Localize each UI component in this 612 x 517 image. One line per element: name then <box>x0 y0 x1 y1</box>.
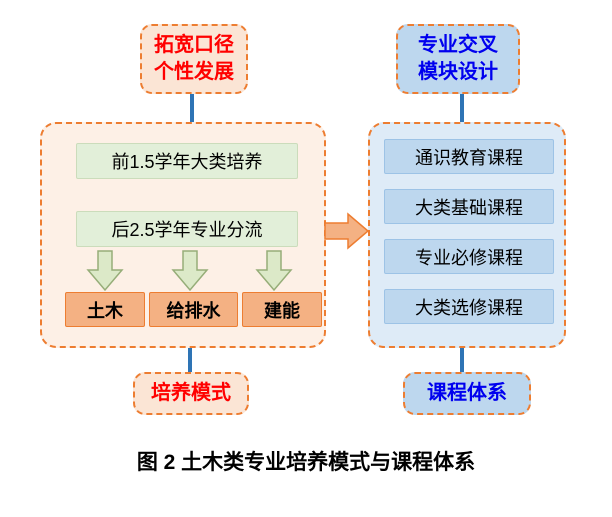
stage1-label: 前1.5学年大类培养 <box>111 152 263 172</box>
course-label-required: 专业必修课程 <box>415 247 523 268</box>
top-left-annotation-line1: 拓宽口径 <box>154 34 234 56</box>
bottom-left-annotation-label: 培养模式 <box>151 382 231 404</box>
down-arrow-icon <box>171 250 209 292</box>
top-right-annotation-line2: 模块设计 <box>418 61 498 83</box>
course-label-general: 通识教育课程 <box>415 147 523 168</box>
bottom-right-annotation-label: 课程体系 <box>427 382 507 404</box>
stage2-label: 后2.5学年专业分流 <box>111 220 263 240</box>
major-box-civil: 土木 <box>65 292 145 327</box>
connector-top-right <box>460 94 464 123</box>
major-label-water: 给排水 <box>166 300 221 321</box>
top-right-annotation-line1: 专业交叉 <box>418 34 498 56</box>
course-box-general: 通识教育课程 <box>384 139 554 174</box>
training-mode-container: 前1.5学年大类培养 后2.5学年专业分流 土木 给排水 建能 <box>40 122 326 348</box>
figure-caption: 图 2 土木类专业培养模式与课程体系 <box>136 451 476 474</box>
course-box-elective: 大类选修课程 <box>384 289 554 324</box>
down-arrow-icon <box>255 250 293 292</box>
bottom-right-annotation: 课程体系 <box>403 372 531 415</box>
course-label-elective: 大类选修课程 <box>415 297 523 318</box>
major-box-energy: 建能 <box>242 292 322 327</box>
down-arrow-icon <box>86 250 124 292</box>
major-label-energy: 建能 <box>264 300 300 321</box>
stage1-box: 前1.5学年大类培养 <box>76 143 298 179</box>
major-box-water: 给排水 <box>149 292 238 327</box>
top-left-annotation-line2: 个性发展 <box>154 61 234 83</box>
connector-bottom-left <box>188 348 192 373</box>
top-left-annotation: 拓宽口径 个性发展 <box>140 24 248 94</box>
course-box-required: 专业必修课程 <box>384 239 554 274</box>
top-right-annotation: 专业交叉 模块设计 <box>396 24 520 94</box>
major-label-civil: 土木 <box>87 300 123 321</box>
course-box-foundation: 大类基础课程 <box>384 189 554 224</box>
connector-bottom-right <box>460 348 464 373</box>
course-label-foundation: 大类基础课程 <box>415 197 523 218</box>
bottom-left-annotation: 培养模式 <box>133 372 249 415</box>
stage2-box: 后2.5学年专业分流 <box>76 211 298 247</box>
right-arrow-icon <box>324 212 370 250</box>
curriculum-container: 通识教育课程 大类基础课程 专业必修课程 大类选修课程 <box>368 122 566 348</box>
connector-top-left <box>190 94 194 123</box>
